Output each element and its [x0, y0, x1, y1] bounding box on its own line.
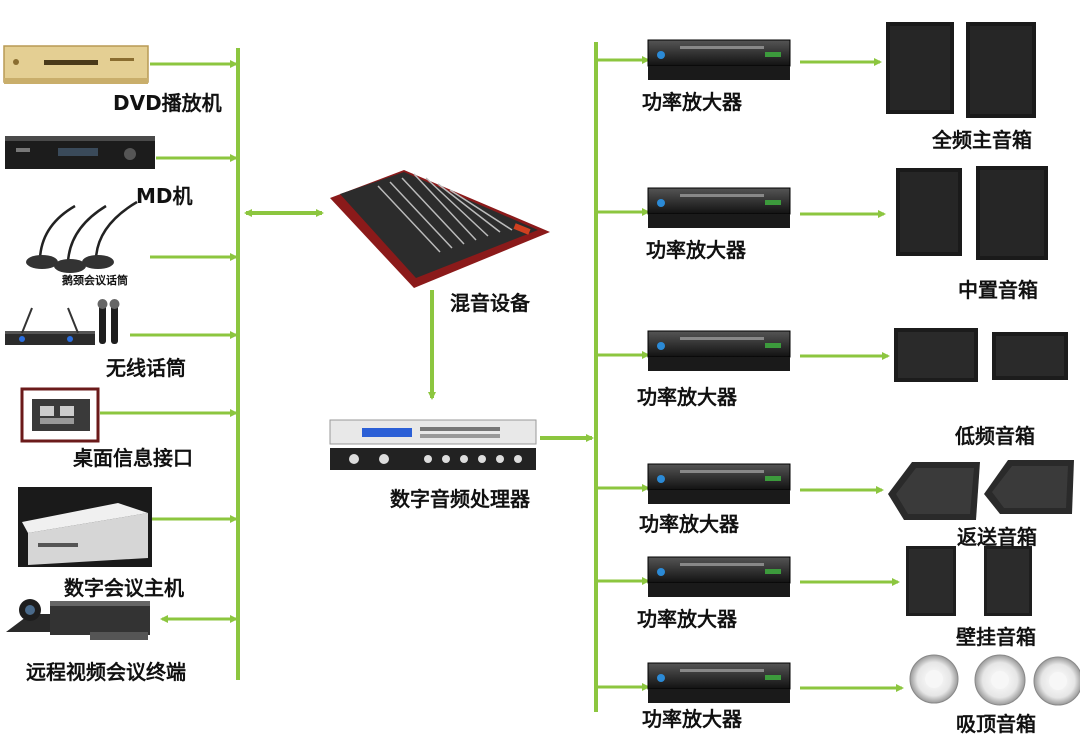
monitor-label: 返送音箱	[957, 525, 1037, 549]
md-label: MD机	[136, 184, 193, 208]
amp-label-4: 功率放大器	[639, 512, 739, 536]
full-range-label: 全频主音箱	[932, 128, 1032, 152]
wall-label: 壁挂音箱	[956, 625, 1036, 649]
amplifier-6-image	[647, 662, 791, 703]
amp-label-2: 功率放大器	[646, 238, 746, 262]
amp-label-1: 功率放大器	[642, 90, 742, 114]
amplifier-5-image	[647, 556, 791, 597]
dvd-player-image	[3, 45, 149, 84]
dsp-processor-image	[329, 419, 537, 470]
ceiling-speakers-image	[909, 654, 1080, 706]
left-connectors	[100, 60, 238, 623]
amplifier-1-image	[647, 39, 791, 80]
dsp-label: 数字音频处理器	[390, 487, 530, 511]
md-player-image	[5, 136, 155, 169]
gooseneck-mics-image	[26, 200, 138, 273]
desk-label: 桌面信息接口	[73, 446, 193, 470]
video-conference-terminal-image	[6, 599, 150, 640]
monitor-speakers-image	[888, 460, 1074, 520]
wall-speakers-image	[906, 546, 1032, 616]
wireless-label: 无线话筒	[106, 356, 186, 380]
conf-host-label: 数字会议主机	[64, 576, 184, 600]
amplifier-3-image	[647, 330, 791, 371]
amp-label-5: 功率放大器	[637, 607, 737, 631]
conference-host-image	[18, 487, 152, 567]
sub-label: 低频音箱	[955, 424, 1035, 448]
right-connectors	[596, 56, 904, 692]
subwoofer-speakers-image	[894, 328, 1068, 382]
center-speakers-image	[896, 166, 1048, 260]
mixer-console-image	[330, 170, 550, 288]
ceiling-label: 吸顶音箱	[956, 712, 1036, 736]
amp-label-3: 功率放大器	[637, 385, 737, 409]
full-range-speakers-image	[886, 22, 1036, 118]
dvd-label: DVD播放机	[113, 91, 222, 115]
amplifier-2-image	[647, 187, 791, 228]
center-label: 中置音箱	[958, 278, 1038, 302]
amplifier-4-image	[647, 463, 791, 504]
video-conf-label: 远程视频会议终端	[26, 660, 186, 684]
gooseneck-label: 鹅颈会议话筒	[62, 274, 128, 287]
wireless-mic-image	[5, 299, 120, 345]
amp-label-6: 功率放大器	[642, 707, 742, 731]
mixer-label: 混音设备	[450, 291, 530, 315]
desk-interface-image	[20, 387, 100, 443]
